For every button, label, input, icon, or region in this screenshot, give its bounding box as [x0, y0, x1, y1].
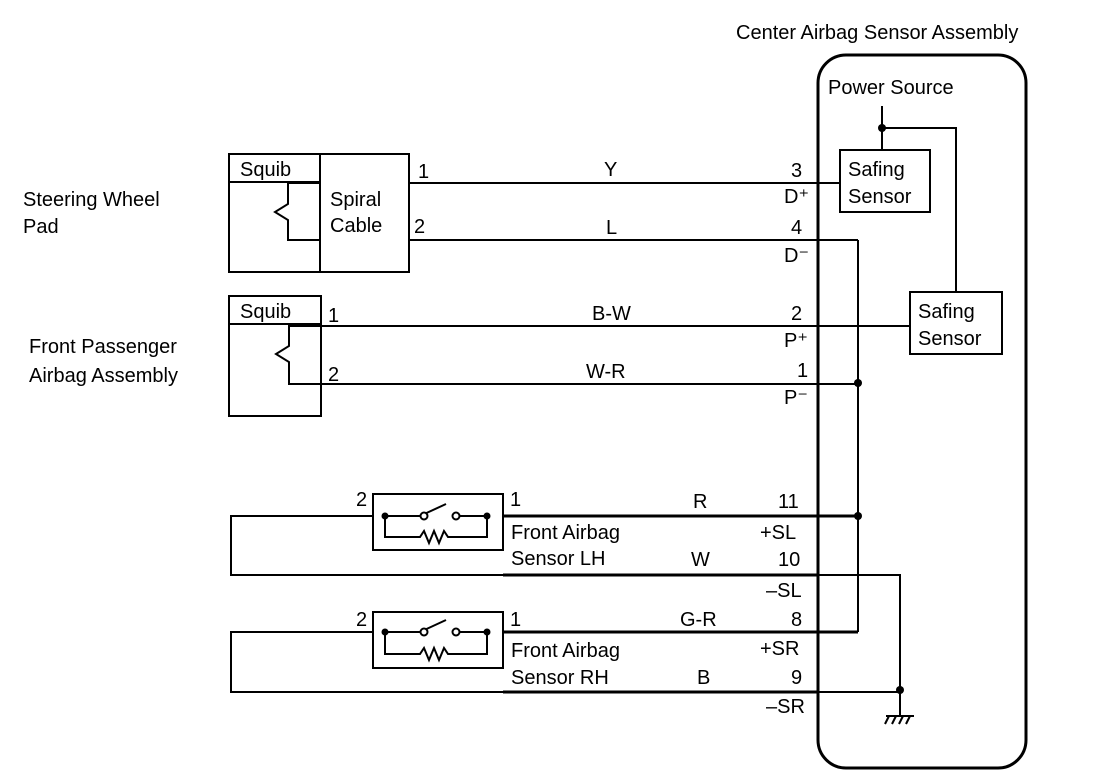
steering-squib-symbol	[273, 182, 320, 241]
terminal-3: 3	[791, 160, 802, 182]
wire-w-r-label: W-R	[586, 361, 626, 383]
sensor-lh-pin-2: 2	[356, 489, 367, 511]
terminal-p-plus: P⁺	[784, 330, 808, 352]
steering-wheel-pad-label-line2: Pad	[23, 216, 59, 238]
sensor-rh-pin-2: 2	[356, 609, 367, 631]
terminal-9: 9	[791, 667, 802, 689]
terminal-plus-sr: +SR	[760, 638, 799, 660]
terminal-4: 4	[791, 217, 802, 239]
wire-g-r-label: G-R	[680, 609, 717, 631]
wire-y-label: Y	[604, 159, 617, 181]
sensor-lh-label-line1: Front Airbag	[511, 522, 620, 544]
terminal-p-minus: P⁻	[784, 387, 808, 409]
terminal-plus-sl: +SL	[760, 522, 796, 544]
terminal-d-minus: D⁻	[784, 245, 809, 267]
front-airbag-sensor-lh: 2 1 Front Airbag Sensor LH	[356, 489, 620, 570]
passenger-pin-1: 1	[328, 305, 339, 327]
safing-sensor-right-line2: Sensor	[918, 328, 982, 350]
sensor-rh-label-line2: Sensor RH	[511, 667, 609, 689]
terminal-2: 2	[791, 303, 802, 325]
spiral-cable-label-line2: Cable	[330, 215, 382, 237]
wire-r-label: R	[693, 491, 707, 513]
wire-b-label: B	[697, 667, 710, 689]
passenger-pin-2: 2	[328, 364, 339, 386]
lower-wiring: R 11 +SL W 10 –SL G-R 8 +SR B 9 –SR	[230, 491, 914, 725]
safing-sensor-upper-line1: Safing	[848, 159, 905, 181]
wire-b-w-label: B-W	[592, 303, 631, 325]
steering-wheel-pad: Steering Wheel Pad Squib Spiral Cable 1 …	[23, 153, 429, 273]
passenger-squib-label: Squib	[240, 301, 291, 323]
safing-sensor-right	[909, 291, 1003, 355]
passenger-squib-symbol	[274, 325, 321, 385]
steering-squib-label: Squib	[240, 159, 291, 181]
sensor-lh-box	[372, 493, 504, 551]
safing-sensor-upper	[839, 149, 931, 213]
safing-sensor-upper-line2: Sensor	[848, 186, 912, 208]
terminal-minus-sr: –SR	[766, 696, 805, 718]
terminal-d-plus: D⁺	[784, 186, 809, 208]
safing-sensor-right-line1: Safing	[918, 301, 975, 323]
sensor-rh-box	[372, 611, 504, 669]
center-airbag-sensor-assembly: Power Source Safing Sensor Safing Sensor	[816, 53, 1028, 770]
wire-l-label: L	[606, 217, 617, 239]
passenger-label-line2: Airbag Assembly	[29, 365, 178, 387]
passenger-box	[228, 295, 322, 417]
terminal-8: 8	[791, 609, 802, 631]
ground-icon	[884, 715, 914, 725]
front-airbag-sensor-rh: 2 1 Front Airbag Sensor RH	[356, 609, 620, 689]
power-source-label: Power Source	[828, 77, 954, 99]
sensor-rh-pin-1: 1	[510, 609, 521, 631]
terminal-1: 1	[797, 360, 808, 382]
steering-pin-2: 2	[414, 216, 425, 238]
wire-w-label: W	[691, 549, 710, 571]
terminal-10: 10	[778, 549, 800, 571]
steering-pin-1: 1	[418, 161, 429, 183]
diagram-title: Center Airbag Sensor Assembly	[736, 22, 1018, 44]
sensor-lh-label-line2: Sensor LH	[511, 548, 606, 570]
spiral-cable-label-line1: Spiral	[330, 189, 381, 211]
front-passenger-airbag-assembly: Front Passenger Airbag Assembly Squib 1 …	[29, 295, 339, 417]
sensor-rh-label-line1: Front Airbag	[511, 640, 620, 662]
sensor-lh-pin-1: 1	[510, 489, 521, 511]
center-assembly-outline	[816, 53, 1028, 770]
terminal-minus-sl: –SL	[766, 580, 802, 602]
terminal-11: 11	[778, 491, 799, 513]
steering-wheel-pad-label-line1: Steering Wheel	[23, 189, 160, 211]
passenger-label-line1: Front Passenger	[29, 336, 177, 358]
upper-wiring: Y 3 D⁺ L 4 D⁻ B-W 2 P⁺ W-R 1 P⁻	[321, 159, 910, 409]
